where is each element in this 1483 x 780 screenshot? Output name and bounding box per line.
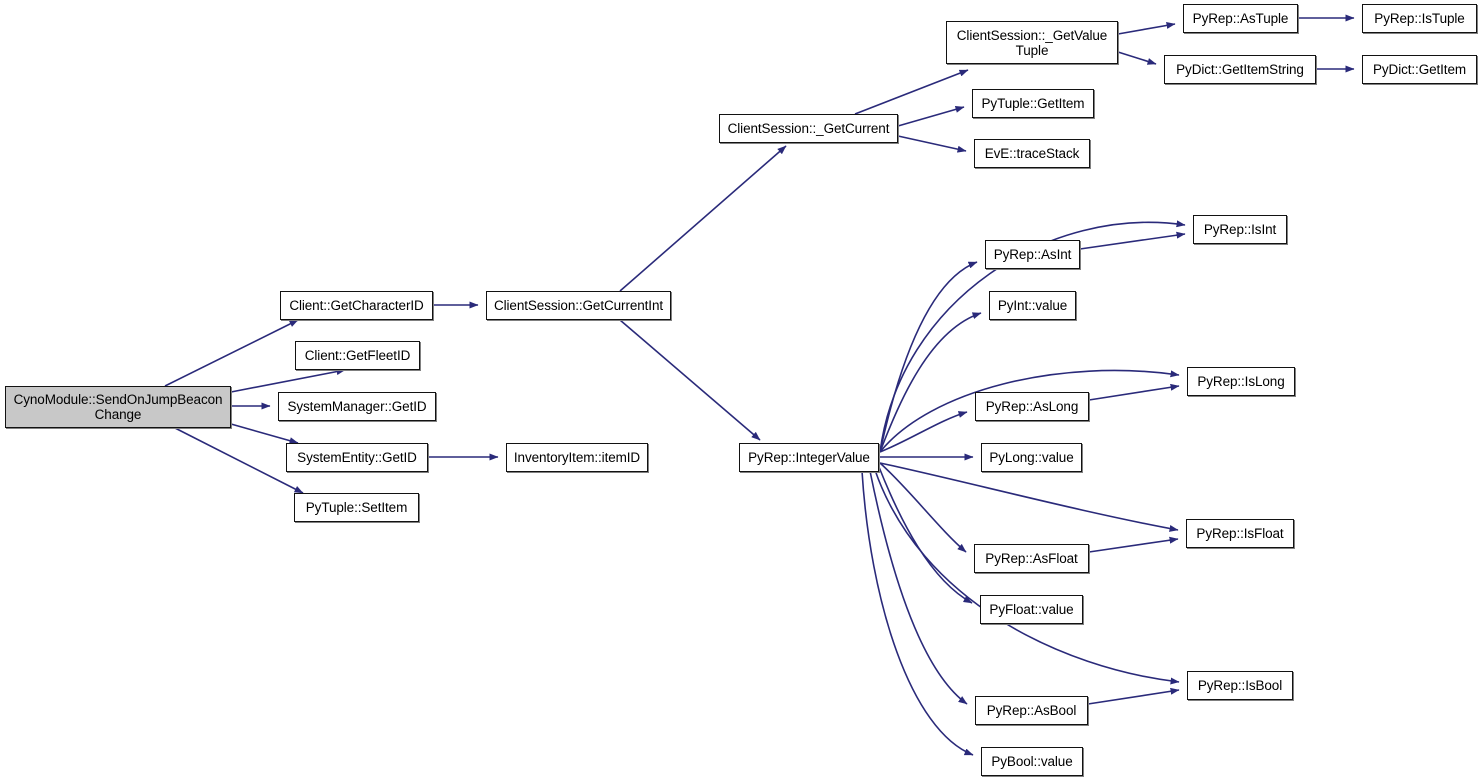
graph-node-invItemID[interactable]: InventoryItem::itemID bbox=[506, 443, 648, 472]
call-edge-getValueTuple-to-asTuple bbox=[1117, 22, 1176, 35]
call-edge-getCurrent-to-pyTupleGetItem bbox=[897, 105, 965, 127]
call-edge-asLong-to-isLong bbox=[1088, 383, 1180, 401]
graph-node-getCurrentInt[interactable]: ClientSession::GetCurrentInt bbox=[486, 291, 671, 320]
graph-node-traceStack[interactable]: EvE::traceStack bbox=[974, 139, 1090, 168]
graph-node-isBool[interactable]: PyRep::IsBool bbox=[1187, 671, 1293, 700]
call-edge-integerValue-to-isFloat bbox=[879, 462, 1179, 532]
call-edge-root-to-pyTupleSetItem bbox=[174, 427, 304, 494]
graph-node-getFleetID[interactable]: Client::GetFleetID bbox=[295, 341, 420, 370]
call-edge-getCurrentInt-to-getCurrent bbox=[619, 145, 787, 292]
call-edge-integerValue-to-isLong bbox=[879, 369, 1180, 453]
graph-node-asFloat[interactable]: PyRep::AsFloat bbox=[974, 544, 1089, 573]
call-edge-root-to-getFleetID bbox=[230, 368, 346, 393]
call-edge-integerValue-to-asInt bbox=[879, 261, 978, 453]
call-edge-getCurrent-to-traceStack bbox=[897, 135, 967, 153]
graph-node-getItemString[interactable]: PyDict::GetItemString bbox=[1164, 55, 1316, 84]
graph-node-asInt[interactable]: PyRep::AsInt bbox=[985, 240, 1080, 269]
graph-node-isTuple[interactable]: PyRep::IsTuple bbox=[1362, 4, 1477, 33]
call-edge-getCurrentInt-to-integerValue bbox=[619, 319, 761, 441]
call-edge-root-to-getCharacterID bbox=[164, 319, 299, 387]
graph-node-isLong[interactable]: PyRep::IsLong bbox=[1187, 367, 1295, 396]
call-edge-asBool-to-isBool bbox=[1087, 687, 1180, 705]
graph-node-sysMgrGetID[interactable]: SystemManager::GetID bbox=[278, 392, 436, 421]
graph-node-getValueTuple[interactable]: ClientSession::_GetValue Tuple bbox=[946, 21, 1118, 64]
call-edge-root-to-sysEntGetID bbox=[230, 423, 299, 445]
call-edge-integerValue-to-pyFloatValue bbox=[878, 466, 973, 604]
graph-node-pyTupleSetItem[interactable]: PyTuple::SetItem bbox=[294, 493, 419, 522]
graph-node-pyBoolValue[interactable]: PyBool::value bbox=[981, 747, 1083, 776]
graph-node-pyFloatValue[interactable]: PyFloat::value bbox=[980, 595, 1083, 624]
graph-node-getCurrent[interactable]: ClientSession::_GetCurrent bbox=[719, 114, 898, 143]
call-edge-getCurrent-to-getValueTuple bbox=[854, 69, 969, 115]
graph-node-root[interactable]: CynoModule::SendOnJumpBeacon Change bbox=[5, 386, 231, 428]
call-edge-integerValue-to-asFloat bbox=[879, 462, 967, 553]
graph-node-isInt[interactable]: PyRep::IsInt bbox=[1193, 215, 1287, 244]
graph-node-pyTupleGetItem[interactable]: PyTuple::GetItem bbox=[972, 89, 1094, 118]
call-edge-asInt-to-isInt bbox=[1079, 231, 1186, 250]
graph-node-asLong[interactable]: PyRep::AsLong bbox=[975, 392, 1089, 421]
graph-node-isFloat[interactable]: PyRep::IsFloat bbox=[1186, 519, 1294, 548]
call-edge-integerValue-to-asLong bbox=[879, 411, 968, 453]
call-edge-integerValue-to-pyBoolValue bbox=[861, 470, 974, 756]
graph-node-integerValue[interactable]: PyRep::IntegerValue bbox=[739, 443, 879, 472]
graph-node-pyDictGetItem[interactable]: PyDict::GetItem bbox=[1362, 55, 1477, 84]
call-edge-getValueTuple-to-getItemString bbox=[1117, 51, 1157, 65]
graph-node-pyLongValue[interactable]: PyLong::value bbox=[981, 443, 1082, 472]
graph-node-asBool[interactable]: PyRep::AsBool bbox=[975, 696, 1088, 725]
graph-node-sysEntGetID[interactable]: SystemEntity::GetID bbox=[286, 443, 428, 472]
call-edge-integerValue-to-asBool bbox=[869, 470, 968, 705]
graph-node-pyIntValue[interactable]: PyInt::value bbox=[989, 291, 1076, 320]
call-edge-integerValue-to-isBool bbox=[874, 469, 1180, 685]
graph-node-asTuple[interactable]: PyRep::AsTuple bbox=[1183, 4, 1298, 33]
graph-node-getCharacterID[interactable]: Client::GetCharacterID bbox=[280, 291, 433, 320]
call-edge-asFloat-to-isFloat bbox=[1088, 536, 1179, 553]
call-edge-integerValue-to-pyIntValue bbox=[879, 312, 982, 453]
